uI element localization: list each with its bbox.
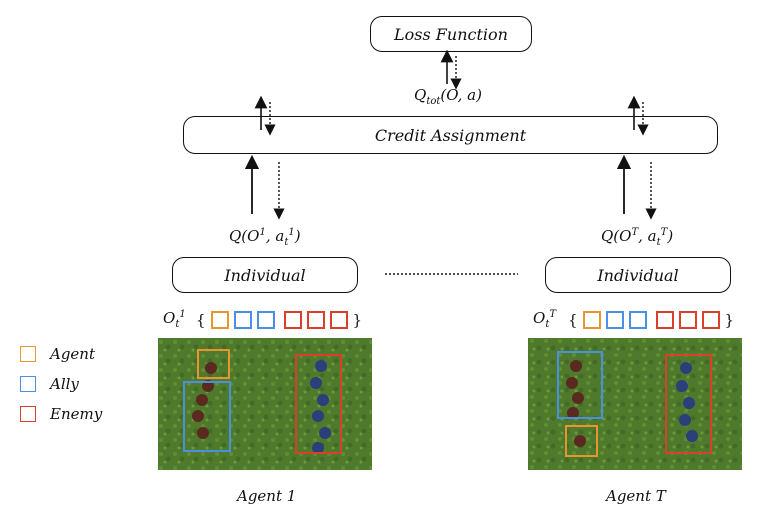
enemy-square: [678, 311, 697, 329]
enemy-square: [283, 311, 302, 329]
credit-assignment-label: Credit Assignment: [374, 125, 527, 145]
brace-open: {: [196, 311, 206, 329]
game-scene-left: [158, 338, 372, 470]
enemy-units: [676, 362, 698, 442]
obs-vector-left: { }: [196, 311, 362, 329]
q-value-left-label: Q(O1, at1): [229, 227, 301, 248]
legend-ally: Ally: [20, 375, 79, 393]
individual-box-right: Individual: [545, 257, 731, 293]
legend-agent-label: Agent: [50, 345, 95, 363]
individual-left-label: Individual: [224, 265, 306, 285]
ally-square: [605, 311, 624, 329]
caption-right: Agent T: [606, 487, 666, 505]
unit-cluster: [566, 360, 586, 447]
enemy-square: [306, 311, 325, 329]
ally-square: [628, 311, 647, 329]
agent-square: [582, 311, 601, 329]
enemy-swatch: [20, 406, 36, 422]
legend-enemy-label: Enemy: [50, 405, 103, 423]
ally-swatch: [20, 376, 36, 392]
enemy-square: [329, 311, 348, 329]
ally-square: [233, 311, 252, 329]
ally-square: [256, 311, 275, 329]
individual-box-left: Individual: [172, 257, 358, 293]
enemy-units: [310, 360, 331, 454]
enemy-square: [701, 311, 720, 329]
loss-function-label: Loss Function: [394, 24, 508, 44]
loss-function-box: Loss Function: [370, 16, 532, 52]
legend-agent: Agent: [20, 345, 95, 363]
caption-left: Agent 1: [237, 487, 297, 505]
game-scene-right: [528, 338, 742, 470]
agent-square: [210, 311, 229, 329]
legend-enemy: Enemy: [20, 405, 102, 423]
obs-right-label: OtT: [533, 309, 557, 330]
obs-vector-right: { }: [568, 311, 734, 329]
brace-close: }: [352, 311, 363, 329]
q-value-right-label: Q(OT, atT): [601, 227, 674, 248]
enemy-square: [655, 311, 674, 329]
legend-ally-label: Ally: [50, 375, 79, 393]
brace-open: {: [568, 311, 578, 329]
obs-left-label: Ot1: [163, 309, 186, 330]
q-tot-label: Qtot(O, a): [414, 86, 482, 107]
brace-close: }: [724, 311, 735, 329]
individual-right-label: Individual: [597, 265, 679, 285]
agent-swatch: [20, 346, 36, 362]
